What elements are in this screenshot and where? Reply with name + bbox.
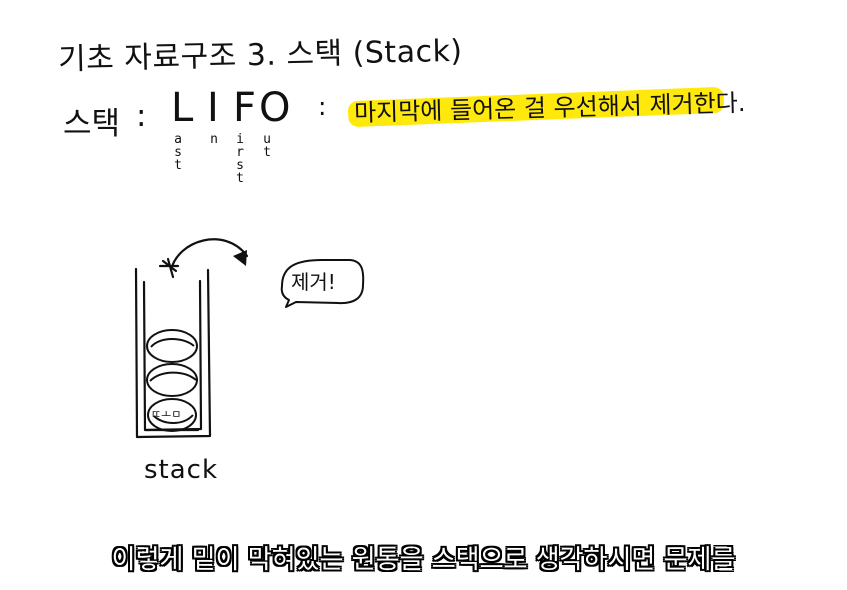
mnemonic-letter: u [263,132,271,147]
mnemonic-letter: i [236,132,244,147]
lifo-letter-l: L [171,85,194,131]
stack-item-top [146,329,198,363]
meaning-colon: : [318,92,327,121]
mnemonic-letter: t [174,158,182,173]
lifo-letter-o: O [259,85,291,131]
remove-speech-text: 제거! [291,270,336,294]
definition-colon: : [136,98,147,134]
lifo-word-in: n [206,133,222,146]
curved-arrow-icon [158,238,249,279]
mnemonic-letter: s [174,145,182,160]
video-subtitle: 이렇게 밑이 막혀있는 원통을 스택으로 생각하시면 문제를 [111,545,736,575]
arrow-head-icon [233,250,247,266]
stack-diagram-label: stack [144,455,219,485]
stack-definition-label: 스택 [63,106,121,142]
mnemonic-letter: a [174,132,182,147]
mnemonic-letter: t [236,171,244,186]
mnemonic-letter: t [263,145,271,160]
mnemonic-letter: r [236,145,244,160]
stack-item-bottom [147,398,197,432]
mnemonic-letter: s [236,158,244,173]
lifo-letter-f: F [233,85,257,131]
lifo-letter-i: I [207,85,219,131]
bottom-stack-item-text: ㄸㅗㅁ [151,408,182,421]
stack-item-middle [146,363,198,397]
speech-bubble-icon [280,259,365,308]
mnemonic-letter: n [210,132,218,147]
